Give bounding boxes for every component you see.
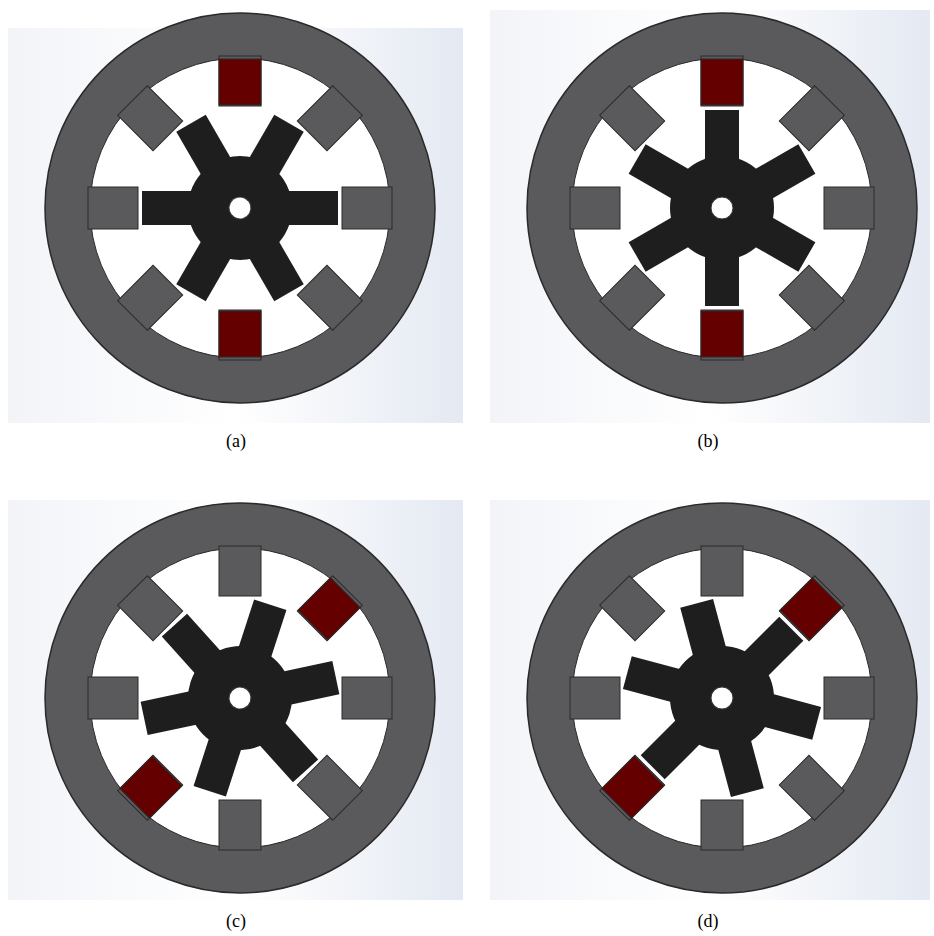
subfigure-label: (d) [698, 911, 719, 932]
subfigure-label: (c) [226, 911, 246, 932]
subfigure-label: (a) [226, 431, 246, 452]
subfigure-label: (b) [698, 431, 719, 452]
